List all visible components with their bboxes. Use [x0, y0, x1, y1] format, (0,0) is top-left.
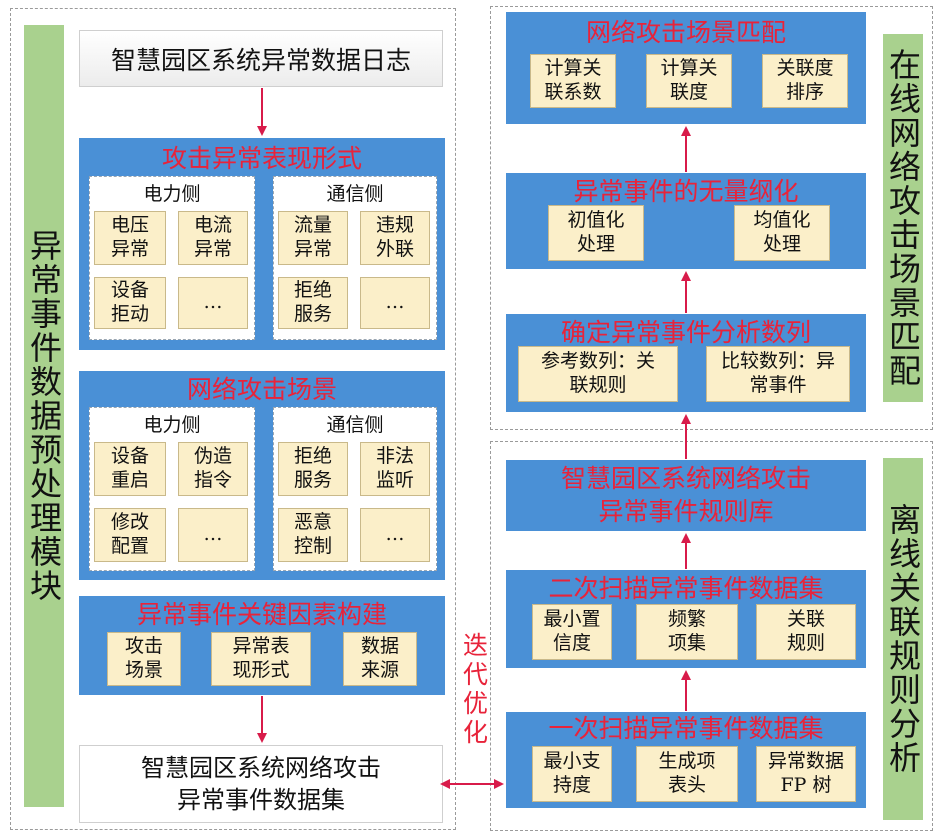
ellipsis-item: … [360, 277, 430, 329]
offline-module-label: 离线关联规则分析 [883, 458, 923, 820]
min-support-item: 最小支 持度 [532, 746, 612, 802]
comm-side-heading: 通信侧 [326, 414, 384, 436]
anomaly-form-item: 异常表 现形式 [211, 632, 311, 686]
device-restart-item: 设备 重启 [94, 442, 166, 496]
forged-command-item: 伪造 指令 [178, 442, 248, 496]
dimensionless-title: 异常事件的无量纲化 [573, 177, 799, 206]
fp-tree-item: 异常数据 FP 树 [756, 746, 856, 802]
frequent-itemset-item: 频繁 项集 [636, 604, 738, 660]
analysis-sequence-title: 确定异常事件分析数列 [560, 318, 811, 347]
ellipsis-item: … [178, 277, 248, 329]
second-scan-title: 二次扫描异常事件数据集 [548, 574, 824, 603]
online-module-label: 在线网络攻击场景匹配 [883, 34, 923, 402]
min-confidence-item: 最小置 信度 [532, 604, 612, 660]
initial-value-item: 初值化 处理 [548, 205, 644, 261]
first-scan-title: 一次扫描异常事件数据集 [548, 714, 824, 743]
reference-sequence-item: 参考数列：关 联规则 [518, 346, 678, 402]
denial-of-service-item: 拒绝 服务 [278, 442, 348, 496]
network-attack-scenario-section: 网络攻击场景 电力侧 设备 重启 伪造 指令 修改 配置 … 通信侧 拒绝 服务… [79, 371, 445, 580]
comm-side-panel: 通信侧 拒绝 服务 非法 监听 恶意 控制 … [273, 407, 437, 571]
key-factors-section: 异常事件关键因素构建 攻击 场景 异常表 现形式 数据 来源 [79, 596, 445, 695]
power-side-heading: 电力侧 [143, 183, 201, 205]
compute-coeff-item: 计算关 联系数 [530, 54, 616, 108]
network-attack-scenario-title: 网络攻击场景 [186, 375, 337, 404]
illegal-monitoring-item: 非法 监听 [360, 442, 430, 496]
modify-config-item: 修改 配置 [94, 508, 166, 562]
preprocessing-module-label: 异常事件数据预处理模块 [24, 25, 64, 807]
ellipsis-item: … [360, 508, 430, 562]
comm-side-heading: 通信侧 [326, 183, 384, 205]
first-scan-section: 一次扫描异常事件数据集 最小支 持度 生成项 表头 异常数据 FP 树 [506, 712, 866, 808]
denial-of-service-item: 拒绝 服务 [278, 277, 348, 329]
key-factors-title: 异常事件关键因素构建 [136, 600, 387, 629]
power-side-panel: 电力侧 设备 重启 伪造 指令 修改 配置 … [89, 407, 255, 571]
power-side-heading: 电力侧 [143, 414, 201, 436]
voltage-anomaly-item: 电压 异常 [94, 211, 166, 265]
compute-degree-item: 计算关 联度 [646, 54, 732, 108]
header-table-item: 生成项 表头 [636, 746, 738, 802]
mean-value-item: 均值化 处理 [734, 205, 830, 261]
attack-anomaly-forms-title: 攻击异常表现形式 [161, 144, 362, 173]
power-side-panel: 电力侧 电压 异常 电流 异常 设备 拒动 … [89, 176, 255, 340]
attack-scenario-item: 攻击 场景 [107, 632, 181, 686]
attack-anomaly-forms-section: 攻击异常表现形式 电力侧 电压 异常 电流 异常 设备 拒动 … 通信侧 流量 … [79, 138, 445, 350]
compare-sequence-item: 比较数列：异 常事件 [706, 346, 850, 402]
online-module-label-text: 在线网络攻击场景匹配 [884, 48, 922, 388]
preprocessing-module-frame [10, 8, 456, 830]
degree-sort-item: 关联度 排序 [762, 54, 848, 108]
iterative-optimization-text: 迭代优化 [459, 632, 489, 748]
offline-module-label-text: 离线关联规则分析 [884, 503, 922, 775]
association-rule-item: 关联 规则 [756, 604, 856, 660]
scenario-match-title: 网络攻击场景匹配 [585, 18, 786, 47]
online-module-frame [490, 6, 933, 430]
device-refusal-item: 设备 拒动 [94, 277, 166, 329]
preprocessing-module-label-text: 异常事件数据预处理模块 [25, 229, 63, 603]
ellipsis-item: … [178, 508, 248, 562]
dimensionless-section: 异常事件的无量纲化 初值化 处理 均值化 处理 [506, 173, 866, 269]
current-anomaly-item: 电流 异常 [178, 211, 248, 265]
rule-library-box: 智慧园区系统网络攻击 异常事件规则库 [506, 460, 866, 531]
traffic-anomaly-item: 流量 异常 [278, 211, 348, 265]
comm-side-panel: 通信侧 流量 异常 违规 外联 拒绝 服务 … [273, 176, 437, 340]
analysis-sequence-section: 确定异常事件分析数列 参考数列：关 联规则 比较数列：异 常事件 [506, 314, 866, 412]
data-source-item: 数据 来源 [343, 632, 417, 686]
illegal-outreach-item: 违规 外联 [360, 211, 430, 265]
second-scan-section: 二次扫描异常事件数据集 最小置 信度 频繁 项集 关联 规则 [506, 570, 866, 668]
scenario-match-section: 网络攻击场景匹配 计算关 联系数 计算关 联度 关联度 排序 [506, 12, 866, 124]
attack-dataset-box: 智慧园区系统网络攻击 异常事件数据集 [79, 745, 443, 823]
malicious-control-item: 恶意 控制 [278, 508, 348, 562]
iterative-optimization-label: 迭代优化 [456, 632, 492, 762]
offline-module-frame [490, 441, 933, 831]
anomaly-log-box: 智慧园区系统异常数据日志 [79, 30, 443, 87]
